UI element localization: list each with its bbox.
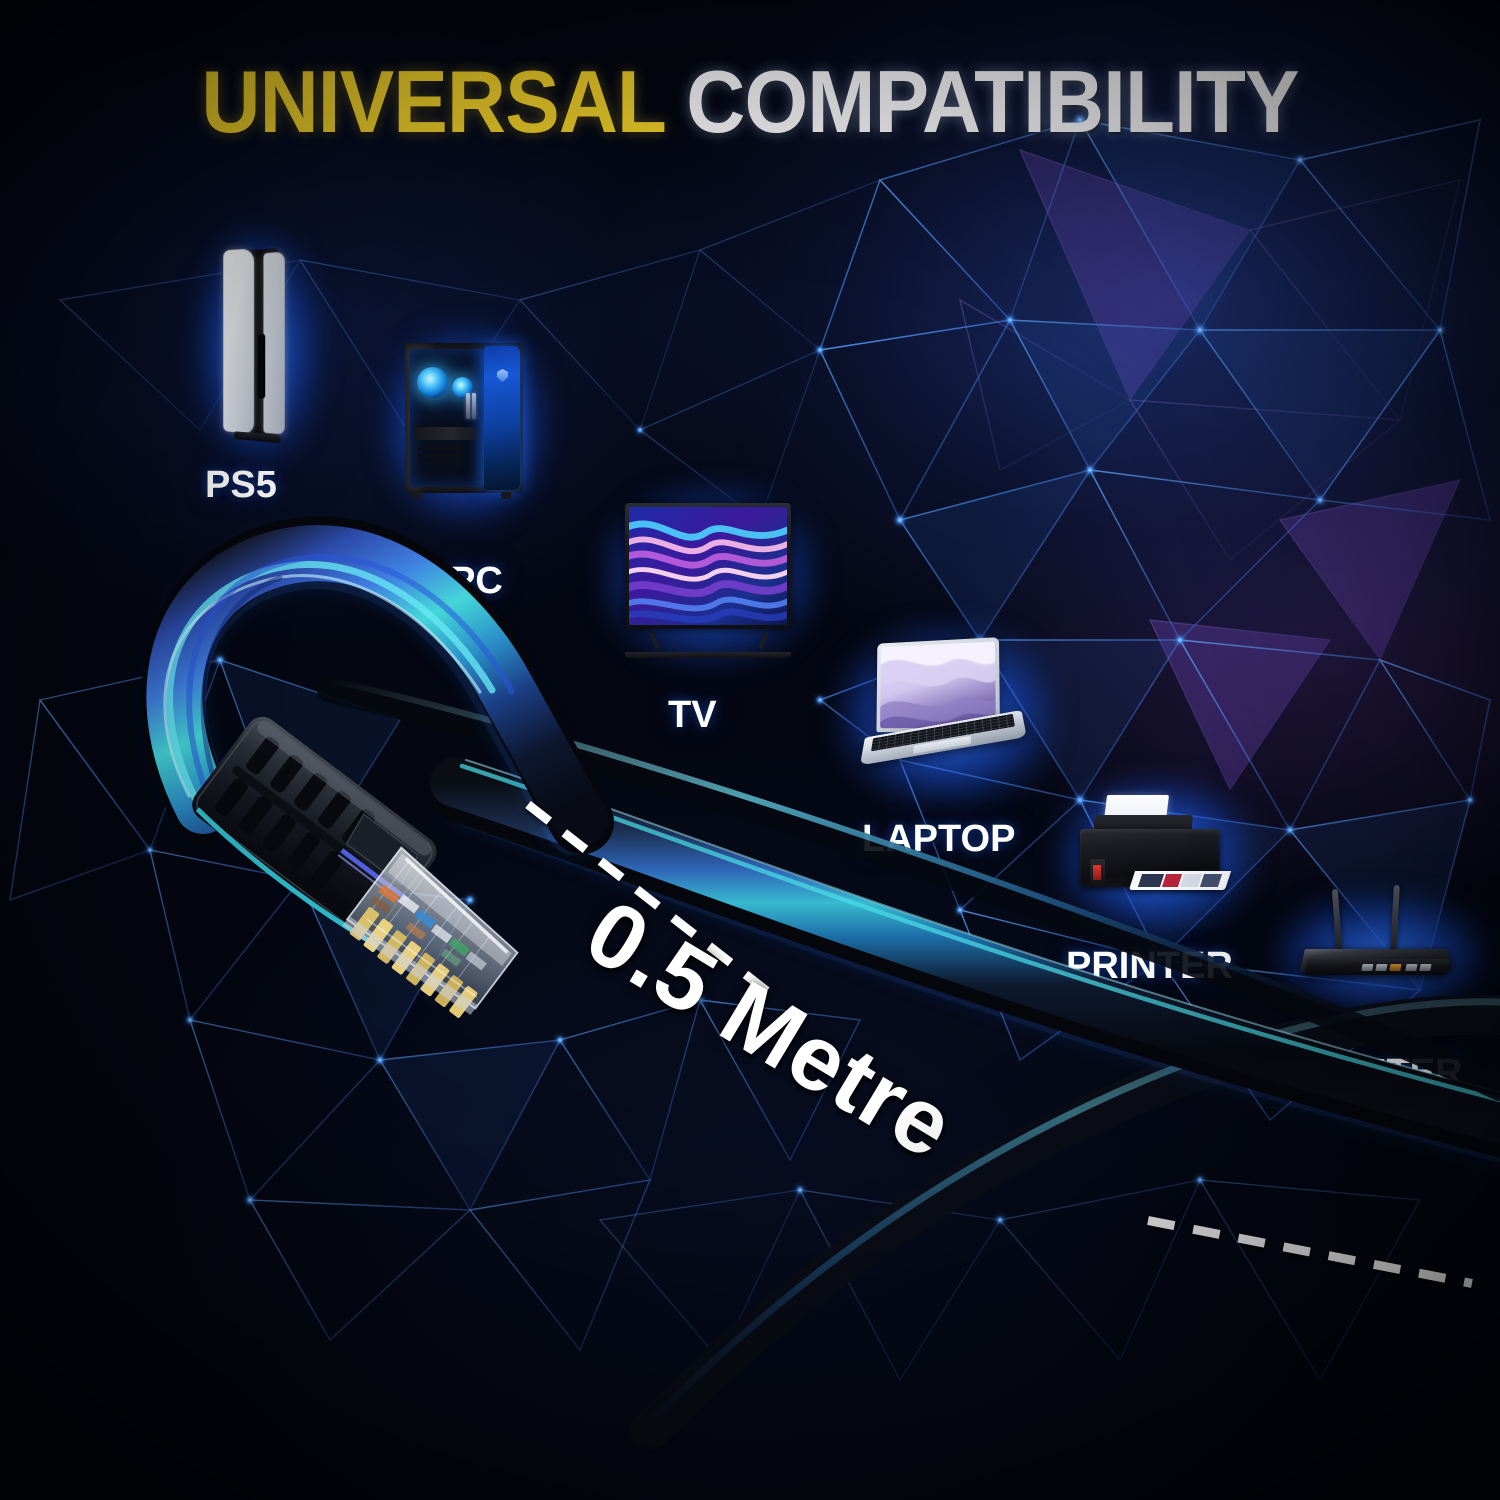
router-port-5 (1419, 964, 1432, 971)
pc-ram-1 (466, 393, 470, 419)
pc-front-panel (484, 346, 520, 490)
device-label-ps5: PS5 (205, 464, 277, 506)
tv-bezel-bottom (625, 652, 791, 658)
laptop-screen (880, 641, 996, 729)
ps5-device (196, 230, 320, 462)
router-device (1276, 884, 1484, 1013)
printer-icon (1080, 795, 1232, 915)
printer-output-tray (1128, 871, 1232, 890)
device-label-tv: TV (668, 694, 717, 736)
pc-slot-3 (418, 461, 464, 464)
router-port-1 (1361, 964, 1374, 971)
ps5-right-panel (263, 251, 285, 435)
playstation-5-console-icon (222, 245, 291, 444)
pc-side-window (410, 349, 484, 487)
device-label-laptop: LAPTOP (862, 818, 1016, 860)
television-icon (625, 503, 791, 629)
router-antenna-left (1331, 888, 1343, 952)
router-port-panel (1304, 959, 1450, 975)
wifi-router-icon (1300, 884, 1460, 1005)
title-universal: UNIVERSAL (201, 52, 665, 151)
pc-fan-upper (417, 367, 448, 398)
pc-foot-right (501, 492, 511, 499)
router-port-4 (1405, 964, 1418, 971)
pc-foot-left (411, 492, 421, 499)
tv-screen (629, 507, 787, 625)
tv-device (603, 487, 817, 663)
page-title: UNIVERSAL COMPATIBILITY (53, 58, 1448, 146)
printer-ink-red (1093, 865, 1101, 880)
router-antenna-right (1390, 884, 1400, 956)
desktop-tower-icon (405, 343, 523, 499)
pc-gpu (416, 427, 478, 440)
device-label-router: ROUTER (1302, 1052, 1463, 1094)
router-port-3 (1389, 964, 1402, 971)
router-port-2 (1375, 964, 1388, 971)
pc-slot-1 (418, 447, 464, 450)
laptop-device (838, 626, 1054, 804)
device-label-printer: PRINTER (1066, 945, 1233, 987)
pc-device (385, 327, 547, 523)
pc-ram-2 (472, 393, 476, 419)
pc-slot-2 (418, 454, 464, 457)
printer-device (1058, 779, 1254, 933)
device-label-pc: PC (450, 560, 503, 602)
title-compatibility: COMPATIBILITY (686, 52, 1299, 151)
